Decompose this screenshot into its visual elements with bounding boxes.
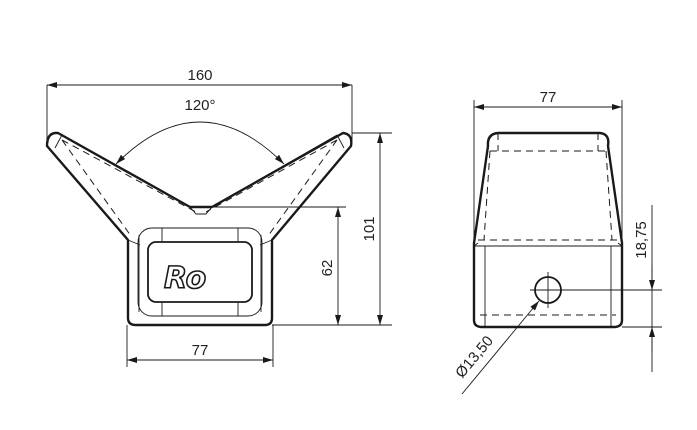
- angle-label: 120°: [184, 97, 215, 114]
- hole-height-label: 18,75: [633, 221, 650, 259]
- side-edge-lines: [473, 242, 623, 327]
- width-label: 160: [187, 67, 212, 84]
- frame-lines: [138, 228, 262, 316]
- arm-edge-lines: [54, 134, 345, 246]
- bow-stop-outline: [45, 131, 353, 327]
- hole-diameter-leader: [461, 300, 540, 395]
- logo-inner-frame: [147, 241, 253, 303]
- side-view: 77 18,75 Ø13,50: [452, 89, 662, 395]
- hole-diameter-label: Ø13,50: [452, 333, 497, 382]
- base-width-label: 77: [192, 342, 209, 359]
- total-height-label: 101: [361, 216, 378, 241]
- side-width-label: 77: [540, 89, 557, 106]
- ro-logo: Ro: [164, 261, 206, 296]
- hidden-arm-lines: [61, 139, 338, 237]
- side-outline: [472, 131, 624, 329]
- inner-height-label: 62: [319, 260, 336, 277]
- front-view: Ro 160 120° 62 101 77: [45, 67, 392, 367]
- hidden-frame-lines: [162, 227, 238, 317]
- angle-arc: [115, 121, 285, 165]
